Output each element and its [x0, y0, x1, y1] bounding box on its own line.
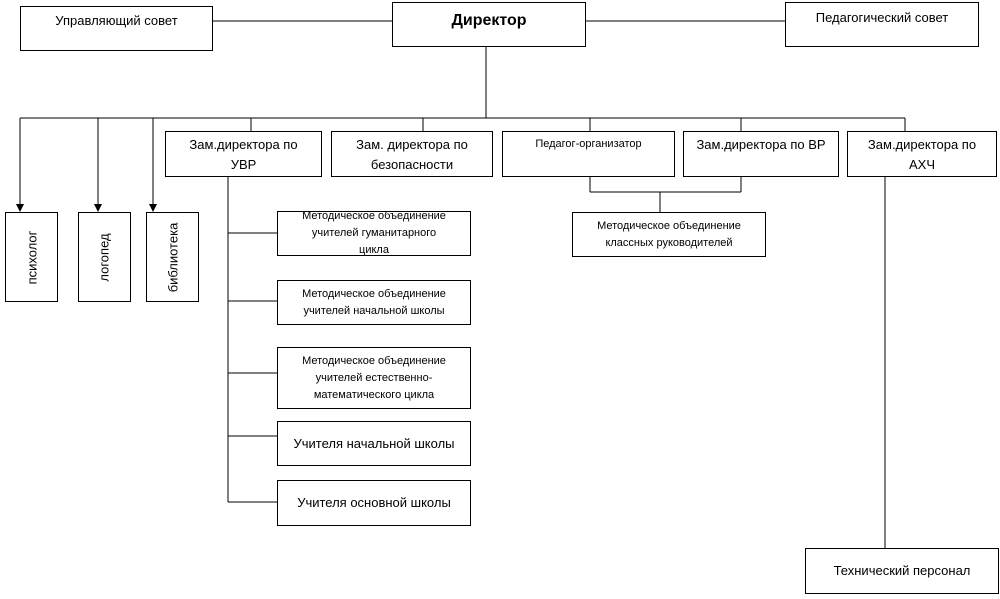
mo-science-math-box: Методическое объединение учителей естест…: [277, 347, 471, 409]
deputy-security-label: Зам. директора по безопасности: [356, 137, 468, 172]
deputy-vr-label: Зам.директора по ВР: [696, 137, 826, 152]
director-label: Директор: [451, 12, 527, 29]
library-label: библиотека: [165, 222, 181, 292]
mo-class-teachers-label: Методическое объединение классных руково…: [597, 219, 741, 249]
mo-class-teachers-box: Методическое объединение классных руково…: [572, 212, 766, 257]
mo-primary-label: Методическое объединение учителей началь…: [302, 287, 446, 317]
governing-council-box: Управляющий совет: [20, 6, 213, 51]
psychologist-label: психолог: [24, 230, 39, 284]
library-box: библиотека: [146, 212, 199, 302]
governing-council-label: Управляющий совет: [55, 13, 178, 28]
technical-staff-box: Технический персонал: [805, 548, 999, 594]
deputy-vr-box: Зам.директора по ВР: [683, 131, 839, 177]
pedagogical-council-label: Педагогический совет: [815, 10, 949, 25]
secondary-teachers-box: Учителя основной школы: [277, 480, 471, 526]
speech-therapist-box: логопед: [78, 212, 131, 302]
mo-humanities-box: Методическое объединение учителей гумани…: [277, 210, 471, 256]
deputy-security-box: Зам. директора по безопасности: [331, 131, 493, 177]
deputy-ahch-label: Зам.директора по АХЧ: [867, 137, 977, 172]
deputy-uvr-box: Зам.директора по УВР: [165, 131, 322, 177]
secondary-teachers-label: Учителя основной школы: [297, 495, 451, 510]
pedagogue-organizer-label: Педагог-организатор: [535, 138, 642, 150]
mo-humanities-label: Методическое объединение учителей гумани…: [302, 210, 446, 256]
mo-primary-box: Методическое объединение учителей началь…: [277, 280, 471, 325]
pedagogue-organizer-box: Педагог-организатор: [502, 131, 675, 177]
deputy-uvr-label: Зам.директора по УВР: [189, 137, 298, 172]
deputy-ahch-box: Зам.директора по АХЧ: [847, 131, 997, 177]
mo-science-math-label: Методическое объединение учителей естест…: [302, 354, 446, 401]
speech-therapist-label: логопед: [97, 232, 112, 282]
psychologist-box: психолог: [5, 212, 58, 302]
primary-teachers-label: Учителя начальной школы: [293, 435, 455, 451]
pedagogical-council-box: Педагогический совет: [785, 2, 979, 47]
technical-staff-label: Технический персонал: [833, 563, 971, 578]
primary-teachers-box: Учителя начальной школы: [277, 421, 471, 466]
director-box: Директор: [392, 2, 586, 47]
